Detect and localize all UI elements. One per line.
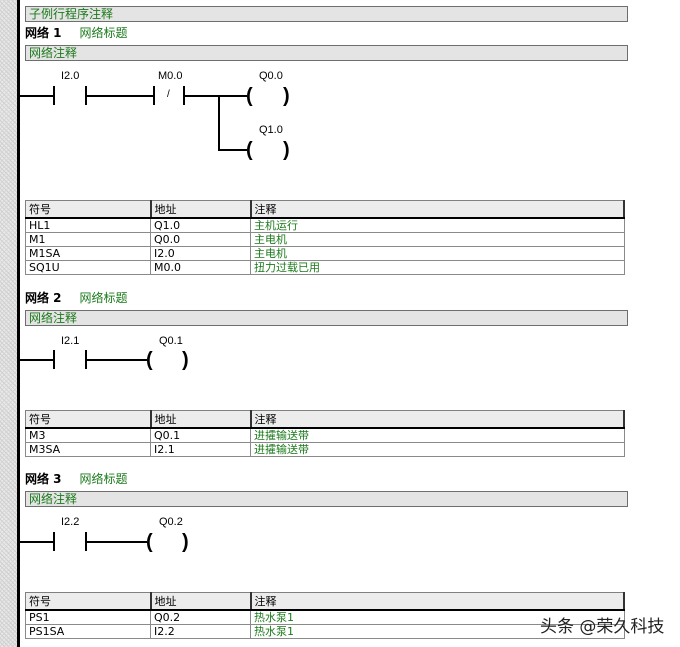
network-title[interactable]: 网络标题 [79,472,128,486]
contact-i2-2-right[interactable] [85,532,87,551]
cell-comment: 主机运行 [250,217,625,233]
wire [87,541,147,543]
contact-m0-0-right[interactable] [183,86,185,105]
cell-symbol: PS1SA [25,624,151,639]
col-comment: 注释 [250,200,625,219]
col-symbol: 符号 [25,200,152,219]
table-header: 符号 地址 注释 [25,200,625,219]
power-rail [17,0,20,647]
cell-symbol: M1 [25,232,151,247]
cell-comment: 主电机 [250,246,625,261]
normally-closed-slash-icon: / [167,89,170,100]
coil-q0-0-open[interactable]: ( [246,85,253,107]
cell-comment: 进攉输送带 [250,442,625,457]
coil-q0-1-close[interactable]: ) [182,349,189,371]
table-row[interactable]: M3SA I2.1 进攉输送带 [25,442,625,457]
table-row[interactable]: M3 Q0.1 进攉输送带 [25,427,625,443]
coil-address: Q0.0 [259,70,283,82]
editor-gutter [0,0,17,647]
contact-m0-0-left[interactable] [153,86,155,105]
wire [218,149,247,151]
network-2-symbol-table: 符号 地址 注释 M3 Q0.1 进攉输送带 M3SA I2.1 进攉输送带 [25,410,625,457]
network-3-comment[interactable]: 网络注释 [25,491,628,507]
network-1-header[interactable]: 网络 1 网络标题 [25,25,128,41]
col-comment: 注释 [250,410,625,429]
cell-symbol: M3SA [25,442,151,457]
contact-i2-2-left[interactable] [53,532,55,551]
cell-comment: 扭力过载已用 [250,260,625,275]
coil-q0-1-open[interactable]: ( [146,349,153,371]
subroutine-comment[interactable]: 子例行程序注释 [25,6,628,22]
col-address: 地址 [150,200,252,219]
network-title[interactable]: 网络标题 [79,291,128,305]
col-address: 地址 [150,592,252,611]
network-title[interactable]: 网络标题 [79,26,128,40]
wire [87,95,153,97]
coil-address: Q0.1 [159,335,183,347]
coil-address: Q1.0 [259,124,283,136]
cell-address: Q0.2 [150,609,251,625]
contact-address: I2.2 [61,516,80,528]
table-row[interactable]: M1 Q0.0 主电机 [25,232,625,247]
watermark: 头条 @荣久科技 [540,617,665,637]
table-header: 符号 地址 注释 [25,410,625,429]
coil-q0-0-close[interactable]: ) [283,85,290,107]
wire [87,359,147,361]
cell-comment: 主电机 [250,232,625,247]
network-2-header[interactable]: 网络 2 网络标题 [25,290,128,306]
network-3-header[interactable]: 网络 3 网络标题 [25,471,128,487]
table-row[interactable]: HL1 Q1.0 主机运行 [25,217,625,233]
wire [185,95,247,97]
cell-address: Q0.0 [150,232,251,247]
contact-i2-0-right[interactable] [85,86,87,105]
cell-address: I2.0 [150,246,251,261]
contact-address: I2.1 [61,335,80,347]
col-symbol: 符号 [25,592,152,611]
network-1-symbol-table: 符号 地址 注释 HL1 Q1.0 主机运行 M1 Q0.0 主电机 M1SA … [25,200,625,275]
cell-address: I2.2 [150,624,251,639]
coil-address: Q0.2 [159,516,183,528]
cell-symbol: SQ1U [25,260,151,275]
table-row[interactable]: PS1 Q0.2 热水泵1 [25,609,625,625]
cell-address: Q0.1 [150,427,251,443]
cell-symbol: M1SA [25,246,151,261]
table-row[interactable]: M1SA I2.0 主电机 [25,246,625,261]
col-comment: 注释 [250,592,625,611]
network-label: 网络 3 [25,472,62,486]
contact-i2-0-left[interactable] [53,86,55,105]
cell-comment: 进攉输送带 [250,427,625,443]
coil-q0-2-open[interactable]: ( [146,531,153,553]
coil-q1-0-open[interactable]: ( [246,139,253,161]
cell-comment: 热水泵1 [250,624,625,639]
coil-q0-2-close[interactable]: ) [182,531,189,553]
coil-q1-0-close[interactable]: ) [283,139,290,161]
wire [20,95,53,97]
cell-address: Q1.0 [150,217,251,233]
col-address: 地址 [150,410,252,429]
cell-address: M0.0 [150,260,251,275]
network-2-comment[interactable]: 网络注释 [25,310,628,326]
network-3-symbol-table: 符号 地址 注释 PS1 Q0.2 热水泵1 PS1SA I2.2 热水泵1 [25,592,625,639]
table-row[interactable]: SQ1U M0.0 扭力过载已用 [25,260,625,275]
table-row[interactable]: PS1SA I2.2 热水泵1 [25,624,625,639]
network-label: 网络 1 [25,26,62,40]
contact-address: I2.0 [61,70,80,82]
network-1-comment[interactable]: 网络注释 [25,45,628,61]
cell-address: I2.1 [150,442,251,457]
cell-symbol: HL1 [25,217,151,233]
wire [20,541,53,543]
contact-address: M0.0 [158,70,183,82]
table-header: 符号 地址 注释 [25,592,625,611]
cell-symbol: PS1 [25,609,151,625]
cell-symbol: M3 [25,427,151,443]
contact-i2-1-right[interactable] [85,350,87,369]
col-symbol: 符号 [25,410,152,429]
contact-i2-1-left[interactable] [53,350,55,369]
network-label: 网络 2 [25,291,62,305]
wire [20,359,53,361]
branch-wire [218,95,220,150]
